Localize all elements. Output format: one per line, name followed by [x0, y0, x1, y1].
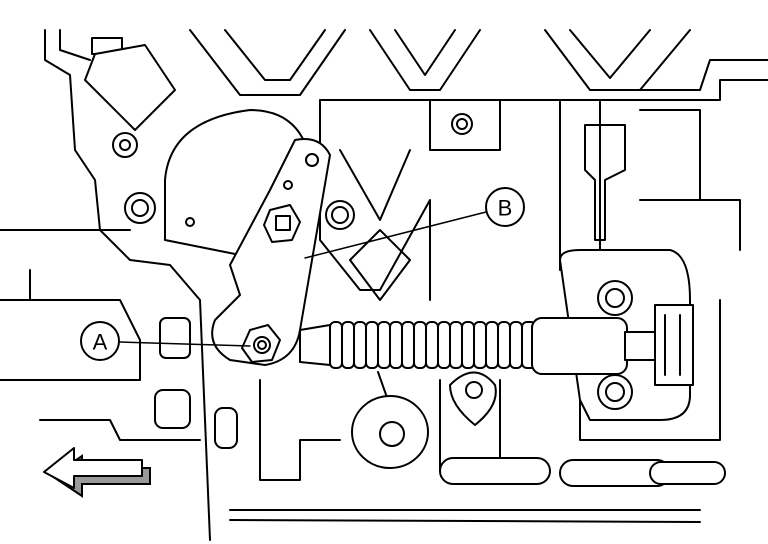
- bolt-top: [84, 37, 176, 224]
- callout-b: B: [304, 187, 525, 259]
- callout-a-label: A: [93, 330, 108, 355]
- arrow-left-icon: [43, 447, 151, 498]
- manual-lever: [164, 109, 355, 366]
- callout-b-label: B: [498, 196, 513, 221]
- control-cable: [154, 249, 694, 469]
- callout-a: A: [80, 321, 251, 361]
